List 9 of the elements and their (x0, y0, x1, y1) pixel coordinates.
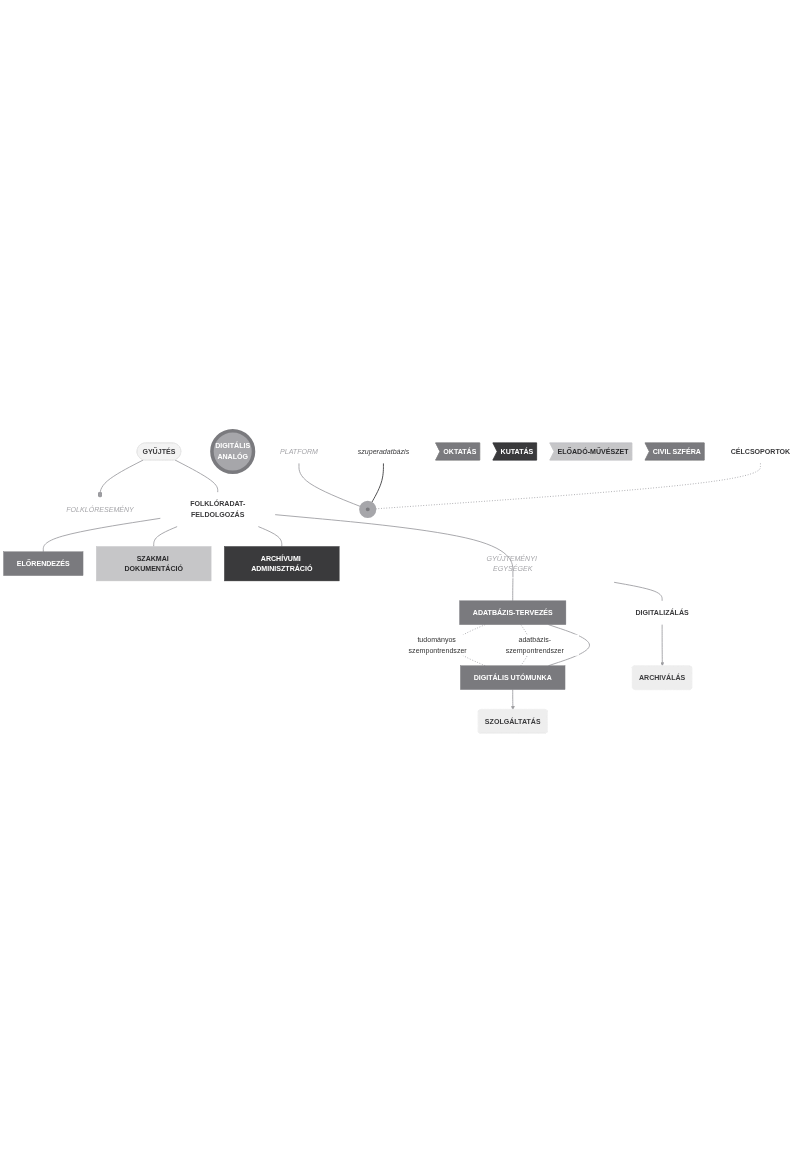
connector (613, 581, 663, 602)
connector (257, 526, 283, 547)
connector (274, 514, 514, 578)
connector (512, 577, 514, 602)
connector (548, 624, 590, 667)
connector (153, 526, 178, 547)
node-circle (359, 500, 377, 518)
connector (174, 459, 219, 493)
connector (42, 517, 161, 553)
